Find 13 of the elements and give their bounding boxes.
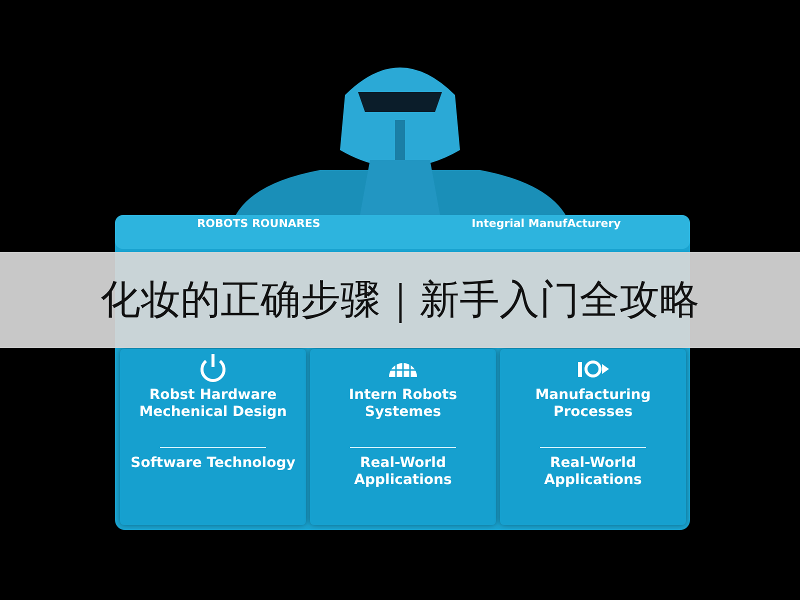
title-banner: 化妆的正确步骤｜新手入门全攻略 (0, 252, 800, 348)
header-band (115, 215, 690, 249)
header-text: Integrial ManufActurery (470, 216, 622, 232)
topic-column (120, 349, 306, 525)
topic-title: Robst Hardware Mechenical Design (138, 387, 288, 421)
topic-subtitle: Software Technology (130, 455, 296, 472)
topic-column (500, 349, 686, 525)
topic-title: Manufacturing Processes (534, 387, 652, 421)
topic-title: Intern Robots Systemes (348, 387, 458, 421)
topic-subtitle: Real-World Applications (353, 455, 453, 489)
header-text: ROBOTS ROUNARES (196, 216, 322, 232)
topic-subtitle: Real-World Applications (543, 455, 643, 489)
topic-column (310, 349, 496, 525)
